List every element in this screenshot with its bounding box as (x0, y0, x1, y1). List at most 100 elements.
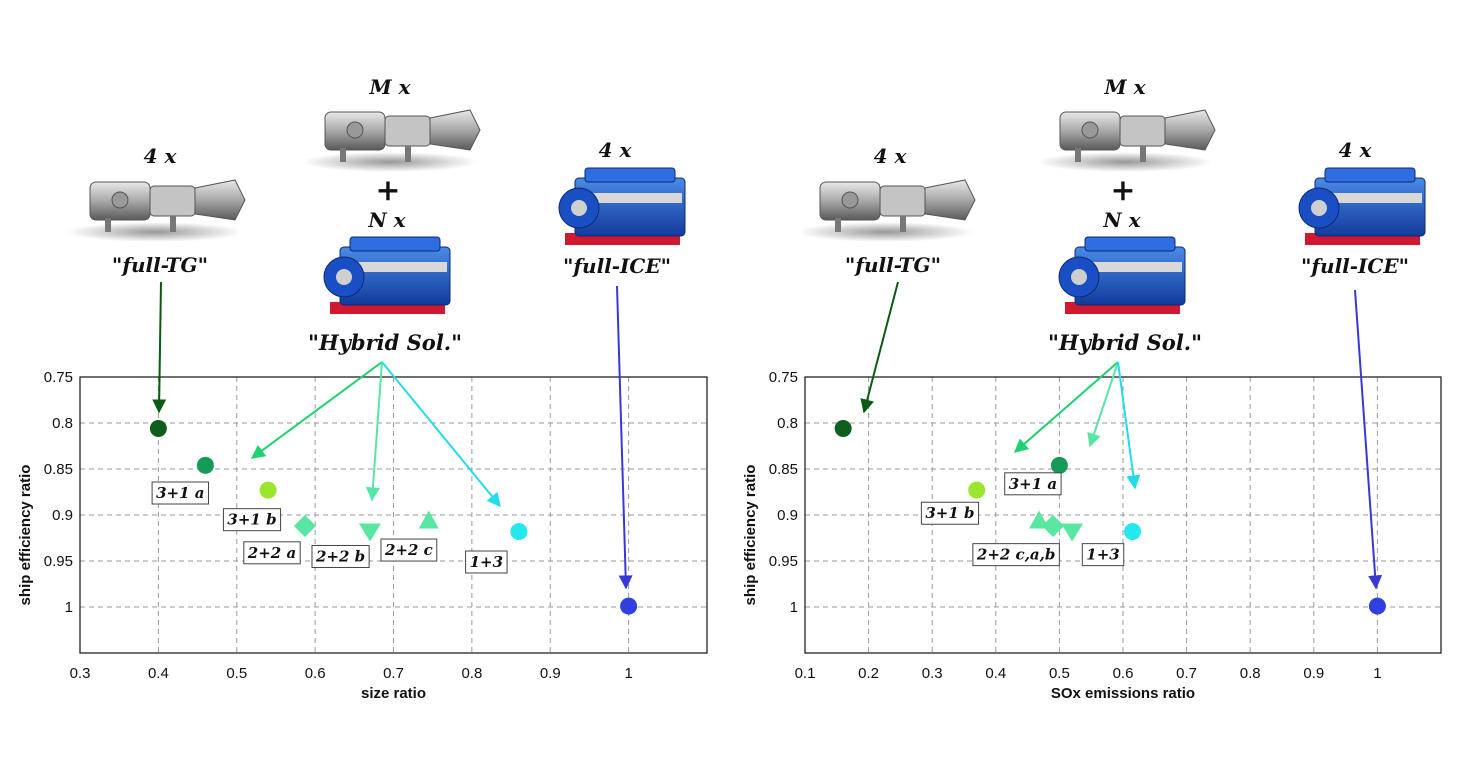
y-tick-label: 0.75 (44, 369, 73, 386)
point-label-box (311, 544, 370, 568)
tg-multiplier: 4 x (144, 144, 178, 168)
right-engines: 4 x "full-TG" M x + N x (797, 75, 1426, 355)
point-label: 3+1 a (151, 481, 209, 505)
n-multiplier: N x (1102, 208, 1141, 232)
point-label-text: 2+2 c,a,b (976, 546, 1055, 564)
y-axis-label: ship efficiency ratio (742, 465, 759, 606)
x-tick-label: 0.5 (1049, 665, 1070, 682)
point-label: 2+2 c (380, 538, 438, 562)
m-multiplier: M x (1103, 75, 1146, 99)
x-axis-label: size ratio (361, 685, 426, 702)
data-point (1368, 597, 1386, 615)
x-tick-label: 0.7 (383, 665, 404, 682)
point-label-text: 3+1 b (227, 511, 276, 529)
hybrid-arrow-3-1 (1013, 361, 1119, 453)
data-point (196, 456, 214, 474)
point-label-text: 2+2 b (315, 547, 365, 565)
x-tick-label: 1 (1373, 665, 1381, 682)
gas-turbine-icon (797, 179, 976, 242)
hybrid-arrow-3-1 (250, 361, 383, 459)
full-tg-caption: "full-TG" (112, 253, 208, 277)
x-tick-label: 0.8 (461, 665, 482, 682)
diesel-engine-icon (323, 236, 451, 314)
x-tick-label: 1 (624, 665, 632, 682)
gas-turbine-icon (1037, 109, 1216, 172)
data-point (1029, 510, 1050, 529)
point-label-text: 2+2 a (247, 544, 296, 562)
x-tick-label: 0.3 (70, 665, 91, 682)
x-tick-label: 0.3 (922, 665, 943, 682)
gas-turbine-icon (67, 179, 246, 242)
y-tick-label: 0.95 (769, 553, 798, 570)
point-label-box (380, 538, 438, 562)
y-axis-label: ship efficiency ratio (17, 465, 34, 606)
x-tick-label: 0.6 (1113, 665, 1134, 682)
data-point (834, 420, 852, 438)
tg-arrow (860, 281, 899, 414)
point-label: 1+3 (1081, 543, 1125, 567)
plot-frame (804, 376, 1442, 654)
y-tick-label: 0.75 (769, 369, 798, 386)
point-label: 2+2 c,a,b (972, 543, 1060, 567)
y-tick-label: 1 (790, 599, 798, 616)
y-tick-label: 0.8 (777, 415, 798, 432)
tg-arrow (152, 281, 167, 414)
y-tick-label: 0.85 (769, 461, 798, 478)
hybrid-caption: "Hybrid Sol." (1048, 330, 1202, 355)
gas-turbine-icon (302, 109, 481, 172)
x-tick-label: 0.8 (1240, 665, 1261, 682)
ice-arrow (616, 285, 633, 590)
y-tick-label: 1 (65, 599, 73, 616)
y-tick-label: 0.85 (44, 461, 73, 478)
point-label-text: 2+2 c (384, 541, 433, 559)
x-tick-label: 0.5 (226, 665, 247, 682)
x-axis-label: SOx emissions ratio (1051, 685, 1195, 702)
diesel-engine-icon (558, 167, 686, 245)
point-label-box (151, 481, 209, 505)
data-point (1124, 523, 1142, 541)
diesel-engine-icon (1058, 236, 1186, 314)
point-label-text: 3+1 b (925, 504, 974, 522)
data-point (510, 523, 528, 541)
y-tick-label: 0.9 (52, 507, 73, 524)
point-label: 2+2 b (311, 544, 370, 568)
full-ice-caption: "full-ICE" (1301, 254, 1409, 278)
left-engines: 4 x "full-TG" M x + N x (67, 75, 686, 355)
point-label: 1+3 (465, 550, 508, 574)
hybrid-arrow-1-3 (381, 361, 501, 508)
plus-sign: + (1110, 173, 1135, 208)
data-point (149, 420, 167, 438)
point-label: 3+1 a (1004, 472, 1062, 496)
point-label-box (972, 543, 1060, 567)
point-label-text: 3+1 a (156, 484, 204, 502)
point-label: 2+2 a (243, 541, 301, 565)
ice-multiplier: 4 x (1339, 138, 1373, 162)
x-tick-label: 0.6 (305, 665, 326, 682)
ice-arrow (1354, 289, 1383, 590)
point-label-text: 3+1 a (1009, 475, 1057, 493)
x-tick-label: 0.7 (1176, 665, 1197, 682)
x-tick-label: 0.9 (1303, 665, 1324, 682)
ice-multiplier: 4 x (599, 138, 633, 162)
diesel-engine-icon (1298, 167, 1426, 245)
hybrid-arrow-2-2 (1087, 361, 1119, 448)
full-ice-caption: "full-ICE" (563, 254, 671, 278)
x-tick-label: 0.1 (795, 665, 816, 682)
hybrid-arrow-2-2 (365, 361, 383, 502)
plus-sign: + (375, 173, 400, 208)
y-tick-label: 0.8 (52, 415, 73, 432)
data-point (259, 481, 277, 499)
y-tick-label: 0.95 (44, 553, 73, 570)
point-label: 3+1 b (920, 501, 980, 525)
hybrid-arrow-1-3 (1117, 361, 1141, 490)
point-label-box (465, 550, 508, 574)
n-multiplier: N x (367, 208, 406, 232)
data-point (1050, 456, 1068, 474)
full-tg-caption: "full-TG" (845, 253, 941, 277)
data-point (1042, 515, 1065, 538)
point-label-box (1081, 543, 1125, 567)
tg-multiplier: 4 x (874, 144, 908, 168)
